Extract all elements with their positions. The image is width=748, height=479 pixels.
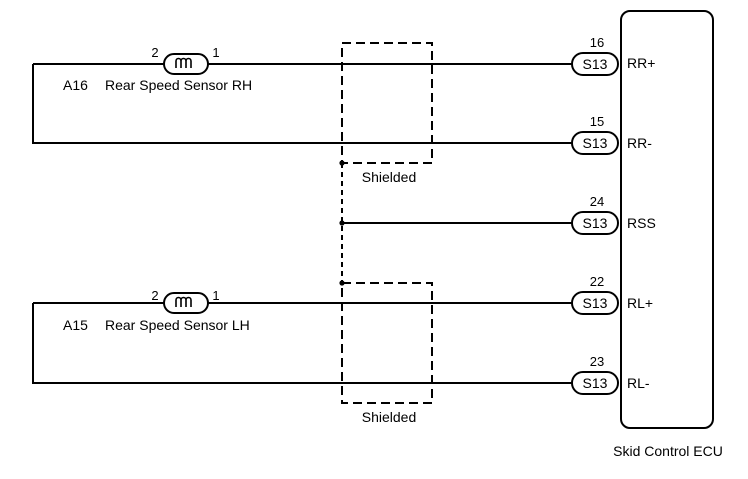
junction-dot <box>339 160 345 166</box>
connector-code: S13 <box>583 375 608 391</box>
lh-sensor-symbol <box>163 292 209 314</box>
connector-oval <box>571 52 619 76</box>
shield-rh <box>341 42 433 164</box>
connector-oval <box>571 291 619 315</box>
rh-sensor-wires <box>32 63 572 144</box>
rh-sensor-symbol <box>163 53 209 75</box>
ecu-terminal-rr-plus: S13 16 RR+ <box>571 35 655 76</box>
terminal-name: RSS <box>627 215 656 231</box>
shield-label-lh: Shielded <box>362 409 417 425</box>
lh-sensor-name: Rear Speed Sensor LH <box>105 317 250 333</box>
rh-pin-right: 1 <box>212 45 219 60</box>
terminal-name: RL- <box>627 375 650 391</box>
terminal-name: RR+ <box>627 55 655 71</box>
ecu-terminal-rl-plus: S13 22 RL+ <box>571 274 653 315</box>
shield-label-rh: Shielded <box>362 169 417 185</box>
shield-lh <box>341 282 433 404</box>
connector-oval <box>571 211 619 235</box>
terminal-pin: 23 <box>590 354 604 369</box>
terminal-pin: 24 <box>590 194 604 209</box>
terminal-name: RR- <box>627 135 652 151</box>
connector-oval <box>571 371 619 395</box>
ecu-terminal-rl-minus: S13 23 RL- <box>571 354 650 395</box>
lh-sensor-code: A15 <box>63 317 88 333</box>
terminal-pin: 16 <box>590 35 604 50</box>
lh-pin-left: 2 <box>151 288 158 303</box>
rh-sensor-name: Rear Speed Sensor RH <box>105 77 252 93</box>
connector-code: S13 <box>583 135 608 151</box>
connector-oval <box>571 131 619 155</box>
lh-sensor-wires <box>32 302 572 384</box>
terminal-pin: 22 <box>590 274 604 289</box>
junction-dot <box>339 220 345 226</box>
rh-pin-left: 2 <box>151 45 158 60</box>
lh-pin-right: 1 <box>212 288 219 303</box>
junction-dot <box>339 280 345 286</box>
ecu-terminal-rr-minus: S13 15 RR- <box>571 114 652 155</box>
connector-code: S13 <box>583 56 608 72</box>
ecu-terminal-rss: S13 24 RSS <box>571 194 656 235</box>
terminal-name: RL+ <box>627 295 653 311</box>
terminal-pin: 15 <box>590 114 604 129</box>
coil-icon <box>175 296 192 307</box>
coil-icon <box>175 57 192 68</box>
ecu-box <box>620 10 714 429</box>
connector-code: S13 <box>583 215 608 231</box>
connector-code: S13 <box>583 295 608 311</box>
ecu-name: Skid Control ECU <box>613 443 723 459</box>
rh-sensor-code: A16 <box>63 77 88 93</box>
